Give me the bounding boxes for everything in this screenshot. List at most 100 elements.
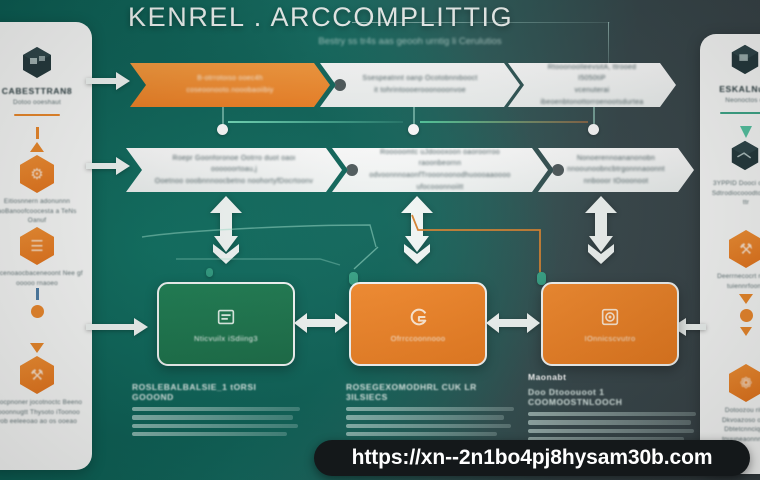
sparkle-icon: ❁ bbox=[739, 375, 753, 392]
hexagon-icon: ⚒ bbox=[20, 356, 54, 394]
arrow-bidirectional-vertical-icon bbox=[399, 196, 435, 280]
arrow-right-icon bbox=[86, 318, 148, 336]
connector-stem bbox=[35, 127, 39, 139]
text-column-1: ROSLEBALBALSIE_1 tORSI GOOOND bbox=[132, 382, 300, 440]
right-sidebar-panel: ESKALNuTI Neonoctos cu 3YPPID Dooci ooi … bbox=[700, 34, 760, 474]
arrow-down-icon bbox=[740, 126, 752, 138]
connector-stem bbox=[35, 288, 39, 301]
arrow-bidirectional-horizontal-icon bbox=[486, 312, 540, 333]
page-subtitle: Bestry ss tr4s aas geooh urntig li Cerul… bbox=[318, 36, 502, 47]
sidebar-item-cabesttran8[interactable]: CABESTTRAN8 Dotoo ooeshaut bbox=[0, 44, 92, 122]
arrow-right-icon bbox=[86, 72, 130, 90]
connector-line bbox=[228, 121, 403, 123]
sidebar-item-process-1[interactable]: ⚙ Eitiosnnern adonunnn aoBanoofcoocesta … bbox=[0, 127, 92, 226]
card-label: Ofrrccoonnooo bbox=[390, 333, 446, 343]
connector-line bbox=[413, 107, 415, 127]
banner-row2-item-1[interactable]: Roepr Goonforonoe Ootrro duot oaoi ooooo… bbox=[126, 148, 342, 192]
hexagon-icon: ⚒ bbox=[729, 230, 760, 268]
sidebar-item-node-3[interactable]: ⚒ Deerrnecocrt nnithi tuiennrfoonp bbox=[700, 230, 760, 338]
hexagon-icon: ⚙ bbox=[20, 155, 54, 193]
node-dot bbox=[739, 309, 753, 323]
sidebar-item-label: CABESTTRAN8 bbox=[1, 86, 73, 96]
connector-line bbox=[593, 107, 595, 127]
card-2[interactable]: Ofrrccoonnooo bbox=[349, 282, 487, 366]
banner-row2-item-2[interactable]: Rooooomtc uJdoooxoon oaoroorroo raoonbeo… bbox=[332, 148, 548, 192]
connector-line bbox=[420, 121, 588, 123]
node-dot bbox=[30, 305, 44, 319]
column-heading: Doo Dtooouoot 1 COOMOOSTNLOOCH bbox=[528, 387, 623, 407]
sidebar-item-label: ESKALNuTI bbox=[719, 84, 760, 94]
text-column-3: Maonabt Doo Dtooouoot 1 COOMOOSTNLOOCH bbox=[528, 372, 696, 445]
cube-icon bbox=[728, 42, 760, 78]
banner-bullet-icon bbox=[334, 79, 346, 91]
card-label: IOnnicscvutro bbox=[584, 333, 636, 343]
card-3[interactable]: IOnnicscvutro bbox=[541, 282, 679, 366]
url-overlay-banner[interactable]: https://xn--2n1bo4pj8hysam30b.com bbox=[314, 440, 750, 476]
banner-text: Nonoerennoananonobn nnoounoobncbtrgonnna… bbox=[567, 154, 665, 185]
sidebar-item-caption: Dotoo ooeshaut bbox=[13, 98, 61, 106]
arrow-up-icon bbox=[30, 142, 44, 152]
connector-line bbox=[222, 107, 224, 127]
arrow-down-icon bbox=[739, 294, 753, 305]
url-text: https://xn--2n1bo4pj8hysam30b.com bbox=[351, 446, 713, 469]
gear-icon: ⚙ bbox=[30, 166, 44, 183]
sidebar-item-caption: Neonoctos cu bbox=[725, 96, 760, 104]
connector-node-green bbox=[206, 268, 213, 277]
arrow-right-icon bbox=[86, 157, 130, 175]
sidebar-item-caption: Deerrnecocrt nnithi tuiennrfoonp bbox=[717, 273, 760, 290]
cube-icon bbox=[728, 138, 760, 174]
banner-bullet-icon bbox=[552, 164, 564, 176]
column-heading: ROSLEBALBALSIE_1 tORSI GOOOND bbox=[132, 382, 257, 402]
connector-node bbox=[217, 124, 228, 135]
banner-text: Rooooomtc uJdoooxoon oaoroorroo raoonbeo… bbox=[369, 148, 511, 191]
sidebar-item-caption: Eitiosnnern adonunnn aoBanoofcoocesta a … bbox=[0, 198, 77, 225]
arrow-bidirectional-vertical-icon bbox=[208, 196, 244, 280]
sidebar-item-node-2[interactable]: 3YPPID Dooci ooi - i3 Sdtrodiocooodtoa u… bbox=[700, 126, 760, 208]
connector-node bbox=[588, 124, 599, 135]
cube-icon bbox=[19, 44, 55, 80]
sidebar-item-caption: Necenoaocbaceneoont Nee gf ooooo rnaoeo bbox=[0, 270, 83, 287]
connector-node-green bbox=[349, 272, 358, 285]
sidebar-item-node-4[interactable]: ❁ Dotoozou ritei Dkvoazoso oitoi Dbtetcn… bbox=[700, 364, 760, 444]
sidebar-item-process-2[interactable]: ☰ Necenoaocbaceneoont Nee gf ooooo rnaoe… bbox=[0, 227, 92, 323]
divider bbox=[14, 113, 60, 116]
title-rule bbox=[352, 22, 610, 23]
text-column-2: ROSEGEXOMODHRL CUK LR 3ILSIECS bbox=[346, 382, 514, 440]
banner-bullet-icon bbox=[346, 164, 358, 176]
connector-node-green bbox=[537, 272, 546, 285]
column-heading: ROSEGEXOMODHRL CUK LR 3ILSIECS bbox=[346, 382, 477, 402]
server-document-icon bbox=[217, 309, 235, 324]
arrow-down-icon bbox=[740, 327, 752, 337]
sidebar-item-caption: Dotoozou ritei Dkvoazoso oitoi Dbtetcnnc… bbox=[721, 407, 760, 443]
card-1[interactable]: Nticvuilx iSdiing3 bbox=[157, 282, 295, 366]
banner-row2-item-3[interactable]: Nonoerennoananonobn nnoounoobncbtrgonnna… bbox=[538, 148, 694, 192]
left-sidebar-panel: CABESTTRAN8 Dotoo ooeshaut ⚙ Eitiosnnern… bbox=[0, 22, 92, 470]
arrow-down-icon bbox=[30, 343, 44, 353]
sidebar-item-caption: Tnocpnoner jocotnoctc Beeno oooonnugtt T… bbox=[0, 399, 83, 426]
title-rule-vertical bbox=[608, 22, 609, 80]
hexagon-icon: ❁ bbox=[729, 364, 760, 402]
tools-icon: ⚒ bbox=[30, 367, 44, 384]
camera-lens-icon bbox=[601, 308, 619, 325]
sidebar-item-caption: 3YPPID Dooci ooi - i3 Sdtrodiocooodtoa u… bbox=[711, 180, 760, 207]
divider bbox=[720, 111, 760, 114]
arrow-left-icon bbox=[672, 318, 706, 336]
column-heading-bright: Maonabt bbox=[528, 372, 567, 382]
tools-icon: ⚒ bbox=[739, 241, 753, 258]
sidebar-item-process-3[interactable]: ⚒ Tnocpnoner jocotnoctc Beeno oooonnugtt… bbox=[0, 340, 92, 427]
list-icon: ☰ bbox=[30, 238, 44, 255]
page-title: KENREL . ARCCOMPLITTIG bbox=[128, 2, 514, 32]
arrow-bidirectional-horizontal-icon bbox=[294, 312, 348, 333]
banner-text: Roepr Goonforonoe Ootrro duot oaoi ooooo… bbox=[154, 154, 314, 185]
sidebar-item-eskalnuti[interactable]: ESKALNuTI Neonoctos cu bbox=[700, 42, 760, 120]
connector-node bbox=[408, 124, 419, 135]
card-label: Nticvuilx iSdiing3 bbox=[194, 333, 258, 343]
hexagon-icon: ☰ bbox=[20, 227, 54, 265]
